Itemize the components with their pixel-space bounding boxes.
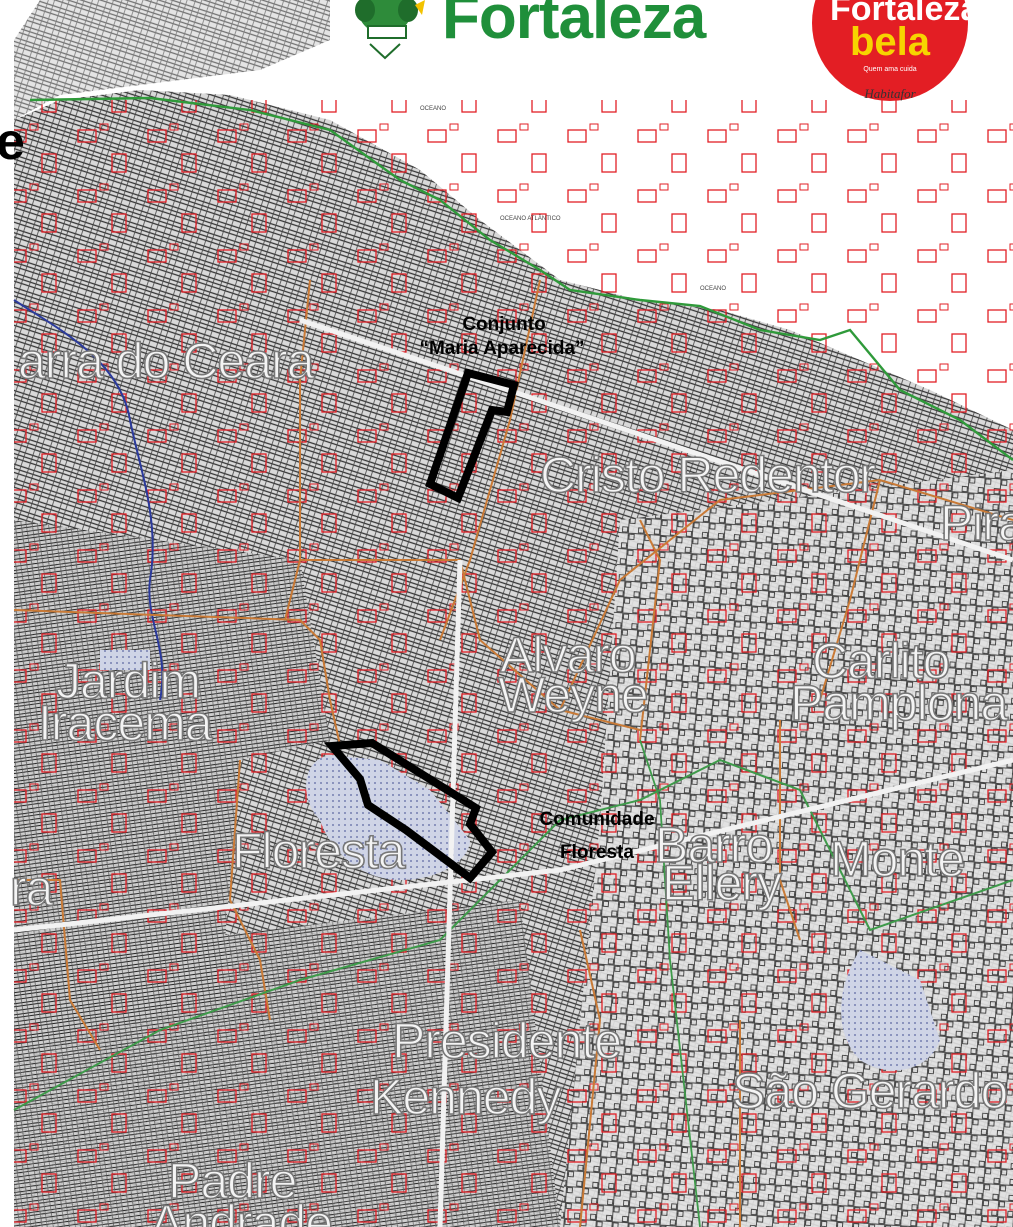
city-seal-logo [355,0,425,60]
district-borders [13,279,1013,1227]
neighborhood-label-edge: ra [10,860,54,916]
annotation-floresta: Floresta [560,842,634,863]
annotation-comunidade: Comunidade [539,809,654,830]
city-logo-text: Fortaleza [442,0,706,52]
neighborhood-label-andrade: Andrade [150,1195,332,1227]
sea-label: OCEANO ATLÂNTICO [500,215,561,222]
river [13,299,164,701]
neighborhood-label-ellery: Ellery [662,855,782,911]
neighborhood-label-floresta: Floresta [232,823,406,879]
neighborhood-label-jardim: Jardim [56,653,200,709]
neighborhood-label-barro: Barro [655,817,772,873]
coastline [29,96,1013,461]
badge-sub: Habitafor [864,86,916,101]
neighborhood-label-sao-gerardo: São Gerardo [732,1063,1007,1119]
sea-label: OCEANO [700,286,726,292]
neighborhood-label-presidente: Presidente [392,1013,621,1069]
neighborhood-label-pamplona: Pamplona [790,675,1008,731]
lagoon-west [100,650,150,670]
neighborhood-label-cristo-redentor: Cristo Redentor [540,447,875,503]
sea-label: OCEANO [420,106,446,112]
avenues [13,317,1013,1227]
neighborhood-label-iracema: Iracema [38,695,213,751]
lagoon-east [841,950,940,1071]
badge-line1: Fortaleza [830,0,980,28]
neighborhood-label-kennedy: Kennedy [370,1069,561,1125]
annotation-conjunto: Conjunto [462,314,545,335]
site-outline-floresta [323,738,498,884]
neighborhood-label-monte: Monte [830,831,964,887]
neighborhood-label-weyne: Weyne [498,667,648,723]
northwest-strip [14,0,330,120]
boundary-line [13,758,1013,1111]
boundary-line-2 [639,739,701,1227]
fortaleza-bela-badge: Fortaleza bela Quem ama cuida Habitafor [800,0,980,110]
neighborhood-label-alvaro: Alvaro [500,627,636,683]
site-outline-maria-aparecida [425,368,519,504]
annotation-maria-aparecida: “Maria Aparecida” [419,338,584,359]
badge-tagline: Quem ama cuida [863,66,917,73]
cropped-title-letter: e [0,113,25,171]
neighborhood-label-pirambu: Pira [940,495,1013,551]
neighborhood-label-barra-do-ceara: arra do Ceara [18,333,315,389]
badge-line2: bela [849,20,931,64]
neighborhood-label-padre: Padre [168,1153,296,1209]
neighborhood-label-carlito: Carlito [812,633,949,689]
